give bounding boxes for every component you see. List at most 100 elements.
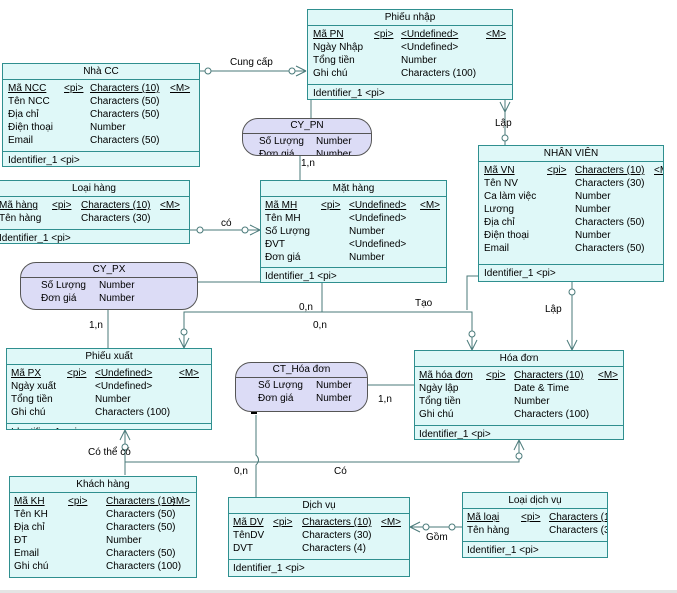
attribute-type: Number: [349, 252, 385, 263]
entity-identifier: Identifier_1 <pi>: [467, 545, 539, 556]
attribute-key: <pi>: [67, 368, 87, 379]
entity-hoa-don[interactable]: Hóa đơn Mã hóa đơn<pi>Characters (10)<M>…: [414, 350, 624, 440]
attribute-mandatory: <M>: [179, 368, 200, 379]
attribute-key: <pi>: [273, 517, 293, 528]
attribute-type: Characters (50): [575, 217, 645, 228]
attribute-row[interactable]: Mã hàng<pi>Characters (10)<M>: [0, 199, 189, 212]
entity-phieu-nhap[interactable]: Phiếu nhập Mã PN<pi><Undefined><M>Ngày N…: [307, 9, 513, 100]
attribute-type: <Undefined>: [401, 29, 459, 40]
entity-loai-dich-vu[interactable]: Loại dịch vụ Mã loại<pi>Characters (10)<…: [462, 492, 608, 558]
attribute-type: <Undefined>: [95, 381, 153, 392]
attribute-mandatory: <M>: [654, 165, 663, 176]
attribute-row[interactable]: Tổng tiền Number: [7, 393, 211, 406]
attribute-row[interactable]: Mã VN<pi>Characters (10)<M>: [479, 164, 663, 177]
attribute-row[interactable]: Mã DV<pi>Characters (10)<M>: [229, 516, 409, 529]
attribute-type: Characters (30): [81, 213, 151, 224]
attribute-name: Mã VN: [484, 165, 515, 176]
entity-dich-vu[interactable]: Dịch vụ Mã DV<pi>Characters (10)<M>TênDV…: [228, 497, 410, 577]
attribute-row[interactable]: Mã PX<pi><Undefined><M>: [7, 367, 211, 380]
attribute-row[interactable]: Mã MH<pi><Undefined><M>: [261, 199, 446, 212]
attribute-row[interactable]: ĐVT<Undefined>: [261, 238, 446, 251]
entity-nha-cc[interactable]: Nhà CC Mã NCC<pi>Characters (10)<M>Tên N…: [2, 63, 200, 167]
attribute-name: Mã KH: [14, 496, 45, 507]
attribute-row[interactable]: Mã loại<pi>Characters (10)<M>: [463, 511, 607, 524]
entity-nhan-vien[interactable]: NHÂN VIÊN Mã VN<pi>Characters (10)<M>Tên…: [478, 145, 664, 282]
attribute-type: Number: [575, 230, 611, 241]
link-tao: [466, 275, 478, 310]
attribute-name: Ngày xuất: [11, 381, 57, 392]
entity-title: Mặt hàng: [261, 181, 446, 197]
attribute-name: Số Lượng: [41, 280, 86, 291]
attribute-type: Number: [95, 394, 131, 405]
attribute-list: Mã VN<pi>Characters (10)<M>Tên NVCharact…: [479, 162, 663, 265]
attribute-row[interactable]: Ngày xuất <Undefined>: [7, 380, 211, 393]
entity-phieu-xuat[interactable]: Phiếu xuất Mã PX<pi><Undefined><M>Ngày x…: [6, 348, 212, 430]
attribute-row[interactable]: Mã hóa đơn<pi>Characters (10)<M>: [415, 369, 623, 382]
relationship-label-lap-2: Lập: [545, 304, 562, 315]
attribute-type: Characters (50): [106, 522, 176, 533]
entity-title: Dịch vụ: [229, 498, 409, 514]
attribute-name: Tổng tiền: [313, 55, 355, 66]
entity-loai-hang[interactable]: Loại hàng Mã hàng<pi>Characters (10)<M>T…: [0, 180, 190, 244]
attribute-type: Characters (100): [106, 561, 182, 572]
attribute-type: Characters (50): [575, 243, 645, 254]
entity-khach-hang[interactable]: Khách hàng Mã KH<pi>Characters (10)<M>Tê…: [9, 476, 197, 578]
attribute-name: Tổng tiền: [11, 394, 53, 405]
attribute-row[interactable]: Mã NCC<pi>Characters (10)<M>: [3, 82, 199, 95]
attribute-row[interactable]: Mã KH<pi>Characters (10)<M>: [10, 495, 196, 508]
attribute-row[interactable]: Tên MH<Undefined>: [261, 212, 446, 225]
attribute-name: Địa chỉ: [8, 109, 39, 120]
attribute-name: Tên NCC: [8, 96, 50, 107]
entity-mat-hang[interactable]: Mặt hàng Mã MH<pi><Undefined><M>Tên MH<U…: [260, 180, 447, 283]
attribute-type: Number: [106, 535, 142, 546]
relationship-label-co-1: có: [221, 218, 232, 229]
attribute-mandatory: <M>: [160, 200, 181, 211]
relationship-label-cung-cap: Cung cấp: [230, 57, 273, 68]
attribute-row[interactable]: Mã PN<pi><Undefined><M>: [308, 28, 512, 41]
attribute-name: Ghi chú: [419, 409, 454, 420]
attribute-mandatory: <M>: [170, 496, 191, 507]
cardinality-mat-hang-2: 0,n: [313, 320, 327, 331]
entity-identifier: Identifier_1 <pi>: [0, 233, 71, 244]
attribute-row[interactable]: Ngày Nhập<Undefined>: [308, 41, 512, 54]
attribute-type: Characters (30): [302, 530, 372, 541]
